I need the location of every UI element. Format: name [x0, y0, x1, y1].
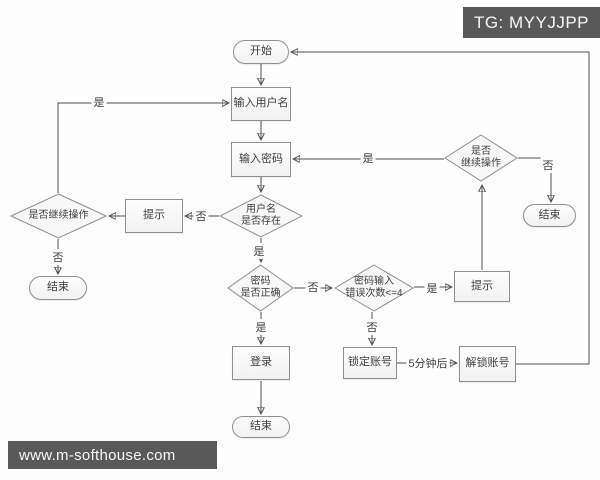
edge-label-no-continue-left: 否	[50, 249, 66, 265]
edge-continue-left-yes-to-username	[57, 103, 229, 193]
node-end-left: 结束	[29, 276, 87, 300]
diamond-shape	[219, 194, 303, 238]
edge-label-yes-continue-right: 是	[360, 150, 376, 166]
node-error-count: 密码输入 错误次数<=4	[334, 264, 414, 312]
edge-label-no-username-exists: 否	[193, 208, 209, 224]
watermark-text: www.m-softhouse.com	[19, 446, 176, 464]
tg-badge: TG: MYYJJPP	[463, 7, 600, 38]
edge-unlock-to-start	[291, 52, 590, 365]
node-prompt-left: 提示	[125, 199, 183, 233]
diamond-shape	[227, 264, 294, 312]
node-login: 登录	[232, 346, 290, 380]
node-label: 输入用户名	[233, 97, 289, 110]
edge-label-no-continue-right: 否	[540, 157, 556, 173]
diamond-shape	[10, 193, 107, 239]
edge-label-after-5-minutes: 5分钟后	[406, 355, 450, 371]
node-label: 登录	[250, 356, 272, 369]
diamond-shape	[444, 134, 518, 182]
node-label: 结束	[250, 420, 272, 433]
diamond-shape	[334, 264, 414, 312]
node-start: 开始	[233, 40, 289, 64]
edge-label-yes-password-correct: 是	[253, 319, 269, 335]
node-end-bottom: 结束	[232, 416, 290, 438]
node-end-right: 结束	[523, 204, 576, 227]
node-lock-account: 锁定账号	[343, 347, 397, 379]
edge-label-yes-error-count: 是	[424, 280, 440, 296]
node-continue-right: 是否 继续操作	[444, 134, 518, 182]
edge-label-no-error-count: 否	[364, 319, 380, 335]
node-input-username: 输入用户名	[231, 87, 291, 121]
node-username-exists: 用户名 是否存在	[219, 194, 303, 238]
edge-label-yes-username-exists: 是	[251, 243, 267, 259]
node-input-password: 输入密码	[231, 142, 291, 177]
node-label: 解锁账号	[465, 357, 510, 370]
node-label: 锁定账号	[348, 356, 392, 369]
node-unlock-account: 解锁账号	[459, 346, 516, 382]
node-label: 结束	[538, 208, 561, 221]
node-prompt-right: 提示	[454, 271, 510, 302]
watermark-bar: www.m-softhouse.com	[8, 441, 217, 469]
node-label: 提示	[471, 279, 493, 292]
edge-label-yes-continue-left: 是	[91, 94, 107, 110]
node-password-correct: 密码 是否正确	[227, 264, 294, 312]
node-label: 结束	[47, 281, 69, 294]
node-continue-left: 是否继续操作	[10, 193, 107, 239]
node-label: 开始	[250, 45, 272, 58]
tg-badge-text: TG: MYYJJPP	[473, 12, 590, 32]
node-label: 提示	[143, 209, 165, 222]
edge-label-no-password-correct: 否	[305, 279, 321, 295]
node-label: 输入密码	[239, 152, 283, 165]
